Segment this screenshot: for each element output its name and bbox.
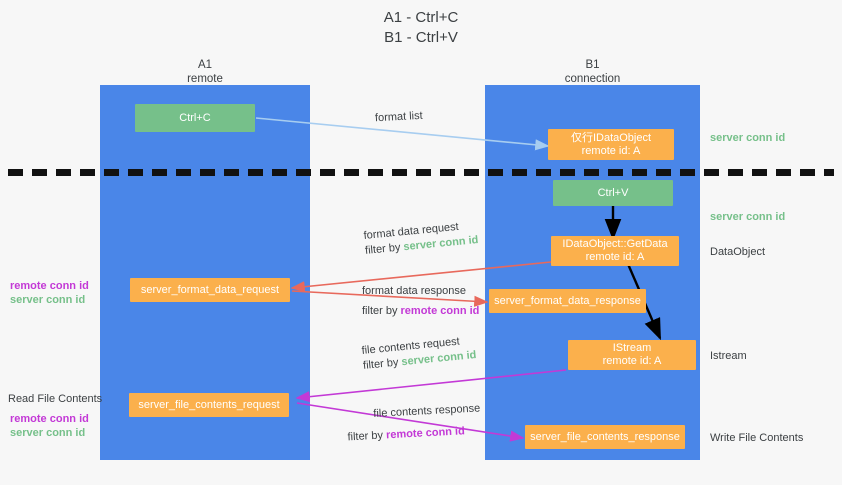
side-label-remote-conn-id-2: remote conn id bbox=[10, 413, 89, 425]
lane-b1-name: B1 bbox=[585, 59, 600, 71]
lane-header-a1: A1 remote bbox=[100, 58, 310, 86]
node-istream-remote-id: remote id: A bbox=[602, 355, 662, 367]
edge-fmt-resp-line2: filter by remote conn id bbox=[362, 304, 479, 319]
edge-file-resp-line1: file contents response bbox=[373, 402, 481, 420]
node-fmt-resp-label: server_format_data_response bbox=[494, 294, 641, 307]
edge-label-file-contents-response: file contents response filter by remote … bbox=[347, 401, 482, 444]
lane-a1-name: A1 bbox=[197, 59, 213, 71]
node-server-format-data-response[interactable]: server_format_data_response bbox=[489, 289, 646, 313]
node-getdata-remote-id: remote id: A bbox=[585, 251, 645, 263]
edge-fmt-req-filter: filter by bbox=[364, 241, 401, 257]
node-ctrl-c-label: Ctrl+C bbox=[179, 111, 211, 124]
edge-file-resp-filter: filter by bbox=[347, 429, 384, 444]
edge-label-format-data-request: format data request filter by server con… bbox=[363, 218, 479, 259]
title-line-1: A1 - Ctrl+C bbox=[383, 9, 459, 26]
edge-fmt-resp-key: remote conn id bbox=[400, 305, 480, 317]
lane-b1-sub: connection bbox=[564, 73, 621, 85]
node-server-file-contents-request[interactable]: server_file_contents_request bbox=[129, 393, 289, 417]
side-label-server-conn-id-1: server conn id bbox=[710, 132, 786, 144]
side-label-server-conn-id-4: server conn id bbox=[10, 427, 86, 439]
lane-header-b1: B1 connection bbox=[485, 58, 700, 86]
node-getdata-label: IDataObject::GetData bbox=[562, 238, 668, 250]
node-idataobject-label: 仅行IDataObject bbox=[570, 131, 652, 144]
node-ctrl-v-label: Ctrl+V bbox=[597, 186, 629, 199]
edge-file-resp-line2: filter by remote conn id bbox=[347, 423, 482, 445]
side-label-istream: Istream bbox=[710, 350, 747, 362]
node-server-format-data-request[interactable]: server_format_data_request bbox=[130, 278, 290, 302]
edge-label-format-data-response: format data response filter by remote co… bbox=[362, 284, 479, 319]
node-file-req-label: server_file_contents_request bbox=[138, 398, 280, 411]
node-server-file-contents-response[interactable]: server_file_contents_response bbox=[525, 425, 685, 449]
node-idataobject-remote-id: remote id: A bbox=[581, 144, 641, 157]
title-line-2: B1 - Ctrl+V bbox=[384, 29, 458, 46]
side-label-read-file-contents: Read File Contents bbox=[8, 393, 103, 405]
phase-divider bbox=[8, 169, 834, 176]
node-file-resp-label: server_file_contents_response bbox=[530, 430, 680, 443]
edge-fmt-resp-line1: format data response bbox=[362, 285, 466, 297]
page-title: A1 - Ctrl+C B1 - Ctrl+V bbox=[0, 8, 842, 48]
node-idataobject-getdata[interactable]: IDataObject::GetData remote id: A bbox=[551, 236, 679, 266]
node-fmt-req-label: server_format_data_request bbox=[140, 283, 280, 296]
node-idataobject[interactable]: 仅行IDataObject remote id: A bbox=[548, 129, 674, 160]
side-label-dataobject: DataObject bbox=[710, 246, 766, 258]
edge-file-req-filter: filter by bbox=[362, 356, 399, 372]
node-ctrl-v[interactable]: Ctrl+V bbox=[553, 180, 673, 206]
side-label-write-file-contents: Write File Contents bbox=[710, 432, 804, 444]
node-ctrl-c[interactable]: Ctrl+C bbox=[135, 104, 255, 132]
edge-label-file-contents-request: file contents request filter by server c… bbox=[361, 333, 477, 374]
lane-a1-sub: remote bbox=[187, 73, 223, 85]
side-label-remote-conn-id-1: remote conn id bbox=[10, 280, 89, 292]
side-label-server-conn-id-2: server conn id bbox=[710, 211, 786, 223]
edge-file-resp-key: remote conn id bbox=[385, 425, 466, 442]
side-label-server-conn-id-3: server conn id bbox=[10, 294, 86, 306]
node-istream[interactable]: IStream remote id: A bbox=[568, 340, 696, 370]
edge-label-format-list: format list bbox=[374, 109, 423, 125]
edge-fmt-resp-filter: filter by bbox=[362, 305, 398, 317]
node-istream-label: IStream bbox=[612, 342, 652, 354]
